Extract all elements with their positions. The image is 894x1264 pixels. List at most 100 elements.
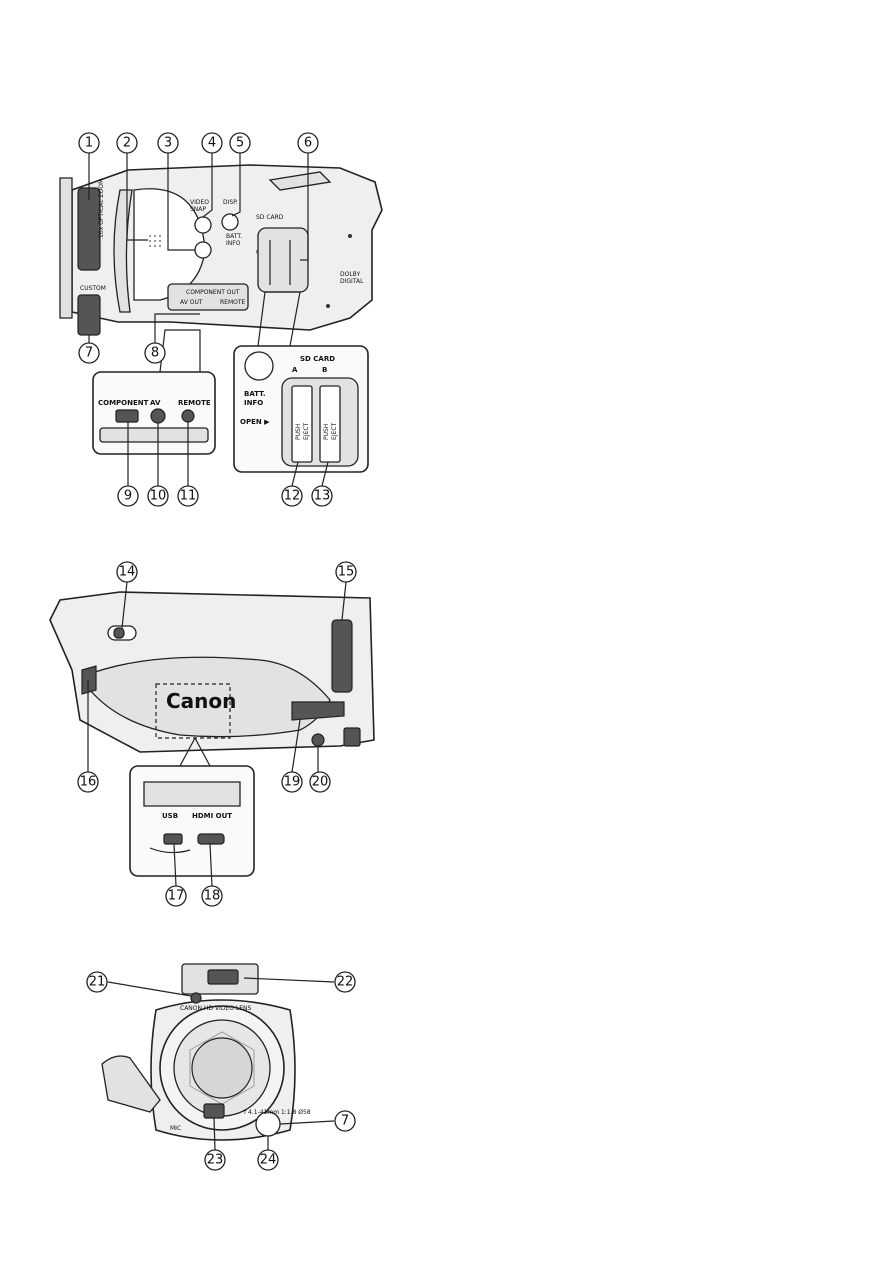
remote-sensor-front (203, 1103, 225, 1119)
microphone-grille-left (77, 187, 101, 271)
disp-batt-info-button[interactable] (221, 213, 239, 231)
callout-17: 17 (165, 885, 187, 907)
av-out-small: AV OUT (180, 299, 203, 306)
hdmi-out-label: HDMI OUT (192, 812, 232, 820)
callout-7: 7 (78, 342, 100, 364)
optical-zoom-label: 10x OPTICAL ZOOM (98, 179, 105, 238)
slot-b-label: B (322, 366, 327, 374)
callout-14: 14 (116, 561, 138, 583)
svg-text:7: 7 (341, 1114, 349, 1129)
video-snap-button[interactable] (194, 216, 212, 234)
microphone-grille-right (331, 619, 353, 693)
svg-text:5: 5 (236, 136, 244, 151)
callout-9: 9 (117, 485, 139, 507)
custom-dial-right[interactable] (343, 727, 361, 747)
sd-card-label: SD CARD (300, 355, 335, 363)
remote-sensor-dc-in[interactable] (311, 733, 325, 747)
batt-info-large-1: BATT. (244, 390, 266, 398)
usb-terminal[interactable] (163, 833, 183, 845)
callout-10: 10 (147, 485, 169, 507)
usb-hdmi-cover (143, 781, 241, 807)
sd-card-label-small: SD CARD (256, 214, 284, 221)
callout-6: 6 (297, 132, 319, 154)
svg-text:24: 24 (260, 1153, 277, 1168)
instant-af-sensor (190, 992, 202, 1004)
callout-18: 18 (201, 885, 223, 907)
callout-24: 24 (257, 1149, 279, 1171)
svg-text:13: 13 (314, 489, 331, 504)
sd-card-slot-a[interactable] (291, 385, 313, 463)
disp-label: DISP. (223, 199, 238, 206)
svg-text:9: 9 (124, 489, 132, 504)
dolby-label-1: DOLBY (340, 271, 360, 278)
sd-card-slot-b[interactable] (319, 385, 341, 463)
svg-text:17: 17 (168, 889, 185, 904)
slot-a-label: A (292, 366, 298, 374)
lens-front-left (59, 177, 73, 319)
top-grip (268, 171, 332, 191)
svg-text:20: 20 (312, 775, 329, 790)
callout-23: 23 (204, 1149, 226, 1171)
open-label: OPEN ▶ (240, 418, 270, 426)
lens-text: CANON HD VIDEO LENS (180, 1005, 251, 1012)
svg-text:2: 2 (123, 136, 131, 151)
av-terminal[interactable] (150, 408, 166, 424)
push-eject-a-2: EJECT (303, 422, 310, 440)
callout-20: 20 (309, 771, 331, 793)
leader-lines (87, 153, 347, 1151)
callout-7-front: 7 (334, 1110, 356, 1132)
push-eject-b-1: PUSH (323, 424, 330, 440)
callout-19: 19 (281, 771, 303, 793)
right-side-view: Canon USB HDMI OUT (49, 591, 375, 877)
callouts: 1 2 3 4 5 6 7 8 9 10 11 12 13 14 15 16 1… (77, 132, 357, 1171)
batt-info-button-large[interactable] (244, 351, 274, 381)
svg-text:4: 4 (208, 136, 216, 151)
callout-8: 8 (144, 342, 166, 364)
callout-2: 2 (116, 132, 138, 154)
dolby-label-2: DIGITAL (340, 278, 364, 285)
svg-text:12: 12 (284, 489, 301, 504)
batt-info-label-1: BATT. (226, 233, 242, 240)
component-out-small: COMPONENT OUT (186, 289, 240, 296)
lens-spec: f 4.1-41mm 1:1.8 Ø58 (244, 1109, 311, 1116)
strap-end (291, 701, 345, 721)
svg-text:1: 1 (85, 136, 93, 151)
callout-16: 16 (77, 771, 99, 793)
remote-label: REMOTE (178, 399, 211, 407)
svg-text:22: 22 (337, 975, 354, 990)
batt-info-large-2: INFO (244, 399, 263, 407)
callout-13: 13 (311, 485, 333, 507)
svg-text:6: 6 (304, 136, 312, 151)
callout-11: 11 (177, 485, 199, 507)
push-eject-b-2: EJECT (331, 422, 338, 440)
svg-text:8: 8 (151, 346, 159, 361)
callout-21: 21 (86, 971, 108, 993)
callout-1: 1 (78, 132, 100, 154)
av-label: AV (150, 399, 161, 407)
component-label: COMPONENT (98, 399, 149, 407)
canon-logo: Canon (166, 689, 236, 713)
strap-loop-front (81, 665, 97, 695)
callout-3: 3 (157, 132, 179, 154)
terminal-cover[interactable] (167, 283, 249, 311)
svg-text:16: 16 (80, 775, 97, 790)
grip-belt-front (101, 1055, 161, 1113)
remote-terminal[interactable] (181, 409, 195, 423)
playback-button[interactable] (194, 241, 212, 259)
remote-small: REMOTE (220, 299, 246, 306)
left-side-view: 10x OPTICAL ZOOM CUSTOM VIDEO SNAP DISP.… (59, 164, 383, 473)
svg-text:3: 3 (164, 136, 172, 151)
component-terminal[interactable] (115, 409, 139, 423)
svg-text:21: 21 (89, 975, 106, 990)
mic-label: MIC (170, 1125, 181, 1132)
callout-15: 15 (335, 561, 357, 583)
custom-dial[interactable] (77, 294, 101, 336)
svg-text:7: 7 (85, 346, 93, 361)
push-eject-a-1: PUSH (295, 424, 302, 440)
svg-text:18: 18 (204, 889, 221, 904)
hdmi-out-terminal[interactable] (197, 833, 225, 845)
terminal-cover-open (99, 427, 209, 443)
callout-22: 22 (334, 971, 356, 993)
svg-text:19: 19 (284, 775, 301, 790)
